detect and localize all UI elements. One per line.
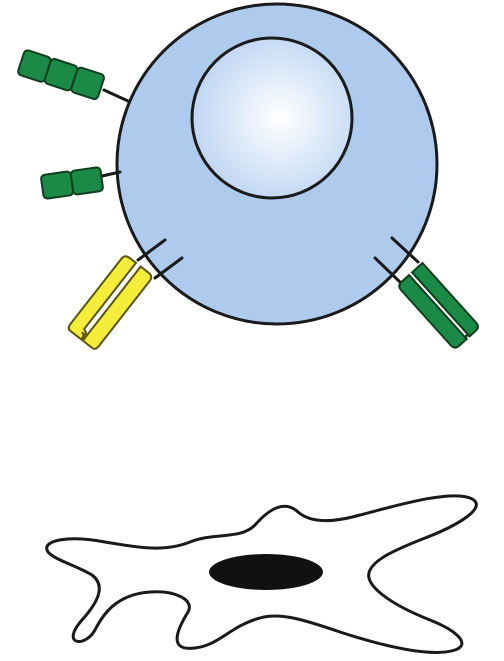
round-cell — [117, 4, 437, 324]
stellate-cell-nucleus — [209, 554, 323, 590]
receptor-segment — [70, 167, 103, 195]
green-receptor-three-segment — [17, 49, 128, 101]
cell-nucleus — [192, 38, 352, 198]
receptor-tether — [104, 90, 128, 101]
green-receptor-two-segment — [41, 167, 120, 199]
receptor-segment — [41, 171, 74, 199]
stellate-cell — [47, 496, 477, 653]
